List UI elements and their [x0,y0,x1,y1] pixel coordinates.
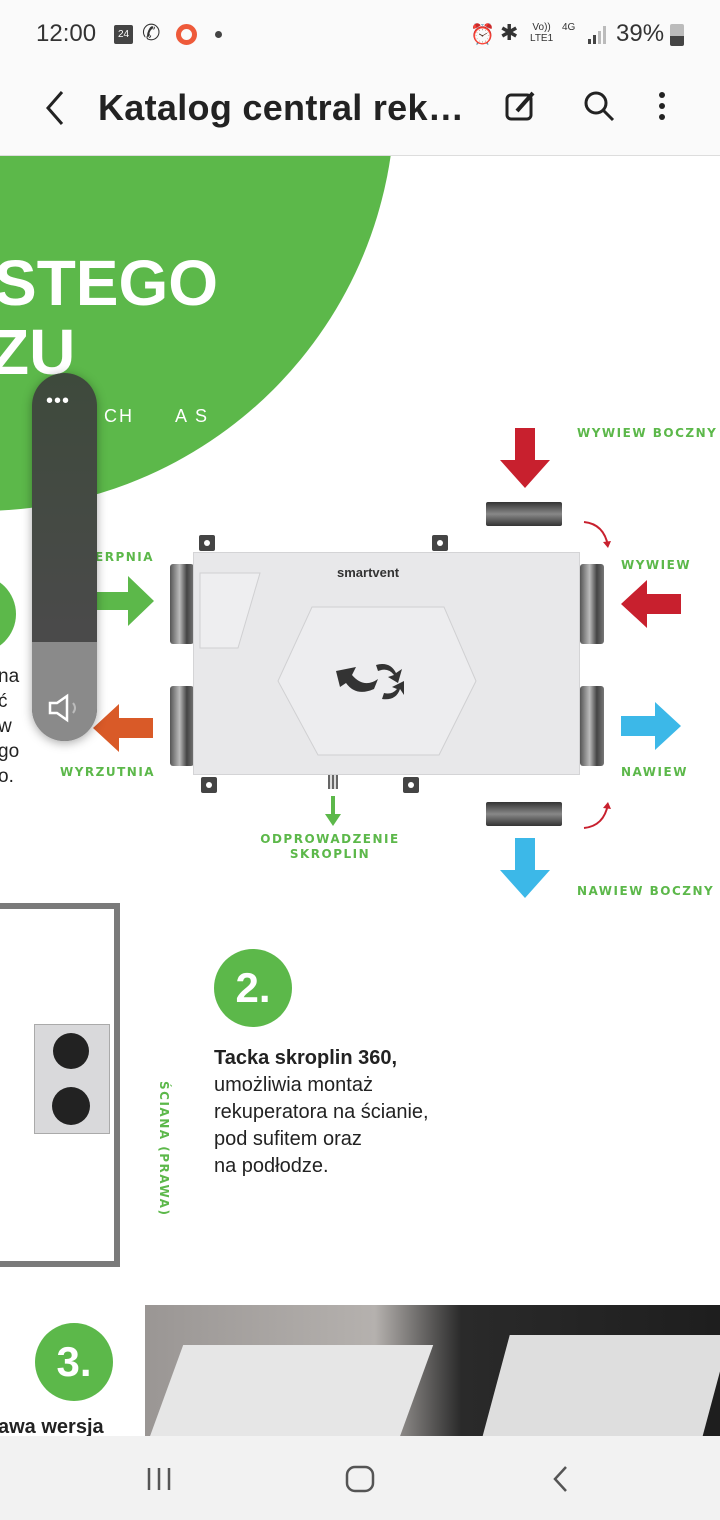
section2-text: Tacka skroplin 360, umożliwia montaż rek… [214,1045,429,1180]
label-wywiew-boczny: WYWIEW BOCZNY [577,426,718,440]
port-intake [170,564,194,644]
photo-unit-right [480,1335,720,1436]
status-bar: 12:00 24 ✆ ⏰ ✱ Vo))LTE1 4G 39% [0,0,720,70]
section1-text-fragments: na ć w go o. [0,664,19,789]
text-fragment: na [0,666,20,687]
section2-badge: 2. [214,949,292,1027]
recuperator-diagram: ERPNIA WYRZUTNIA WYWIEW BOCZNY WYWIEW NA… [0,156,720,916]
app-bar: Katalog central rek… [0,70,720,156]
network-type: 4G [562,22,576,33]
section2-line: rekuperatora na ścianie, [214,1101,429,1123]
top-duct [486,502,562,526]
section2-line: umożliwia montaż [214,1074,373,1096]
exhaust-arrow-icon [93,704,153,752]
photo-unit-left [146,1345,434,1436]
hero-subtitle: CH A S [104,406,210,426]
speaker-icon[interactable] [47,693,83,723]
supply-arrow-icon [621,702,681,750]
document-page[interactable]: STEGO ZU CH A S na ć w go o. ERPNIA WYRZ… [0,156,720,1436]
battery-icon [670,24,684,46]
section2-line: pod sufitem oraz [214,1128,362,1150]
wall-mounted-unit [34,1024,110,1134]
bluetooth-icon: ✱ [500,20,519,45]
section2-line: na podłodze. [214,1155,329,1177]
brand-logo: smartvent [337,565,400,580]
volume-slider-fill[interactable] [32,641,97,741]
calendar-icon: 24 [114,25,133,44]
drain-pipe [328,775,338,789]
label-wyrzutnia: WYRZUTNIA [60,765,156,779]
lte-label: LTE1 [530,33,554,44]
drain-arrow-icon [325,796,341,826]
more-notifications-icon [215,31,222,38]
section2-title: Tacka skroplin 360, [214,1047,398,1069]
volume-more-icon[interactable]: ••• [46,390,71,412]
rotate-arrow-icon [583,802,611,829]
mount-bracket [432,535,448,551]
label-wywiew: WYWIEW [621,558,692,572]
unit-port [52,1087,90,1125]
intake-arrow-icon [96,576,154,626]
more-options-icon[interactable] [654,89,670,125]
missed-call-icon: ✆ [142,20,161,45]
alarm-icon: ⏰ [470,24,495,46]
back-icon[interactable] [40,88,70,128]
port-extract [580,564,604,644]
recent-apps-icon[interactable] [145,1466,173,1492]
label-nawiew-boczny: NAWIEW BOCZNY [577,884,715,898]
mount-bracket [201,777,217,793]
page-title: Katalog central rek… [98,87,465,128]
mount-bracket [403,777,419,793]
section3-badge: 3. [35,1323,113,1401]
home-icon[interactable] [344,1464,376,1494]
navigation-bar [0,1436,720,1520]
port-supply [580,686,604,766]
wall-label: ŚCIANA (PRAWA) [157,1081,171,1217]
label-czerpnia: ERPNIA [95,550,155,564]
label-nawiew: NAWIEW [621,765,688,779]
volte-label: Vo)) [532,22,551,33]
unit-port [53,1033,89,1069]
product-photo [145,1305,720,1436]
label-line: ODPROWADZENIE [260,832,400,846]
side-extract-arrow-icon [500,428,550,488]
extract-arrow-icon [621,580,681,628]
text-fragment: o. [0,766,14,787]
section3-title: awa wersja [0,1416,104,1436]
mount-bracket [199,535,215,551]
search-icon[interactable] [582,89,618,125]
bottom-duct [486,802,562,826]
hero-title-line1: STEGO [0,247,219,319]
battery-percent: 39% [616,20,665,47]
wall-diagram-frame [0,903,120,1267]
text-fragment: w [0,716,12,737]
port-exhaust [170,686,194,766]
volte-indicator: Vo))LTE1 [530,22,553,44]
side-supply-arrow-icon [500,838,550,898]
app-notification-icon [176,24,197,45]
nav-back-icon[interactable] [550,1464,572,1494]
rotate-arrow-icon [583,521,611,548]
recuperator-unit: smartvent [193,552,580,775]
edit-icon[interactable] [503,89,539,125]
text-fragment: go [0,741,20,762]
clock: 12:00 [36,20,97,47]
volume-panel[interactable]: ••• [32,373,97,741]
label-line: SKROPLIN [289,847,371,861]
signal-icon [588,26,608,44]
text-fragment: ć [0,691,8,712]
recovery-logo-icon [336,664,404,700]
